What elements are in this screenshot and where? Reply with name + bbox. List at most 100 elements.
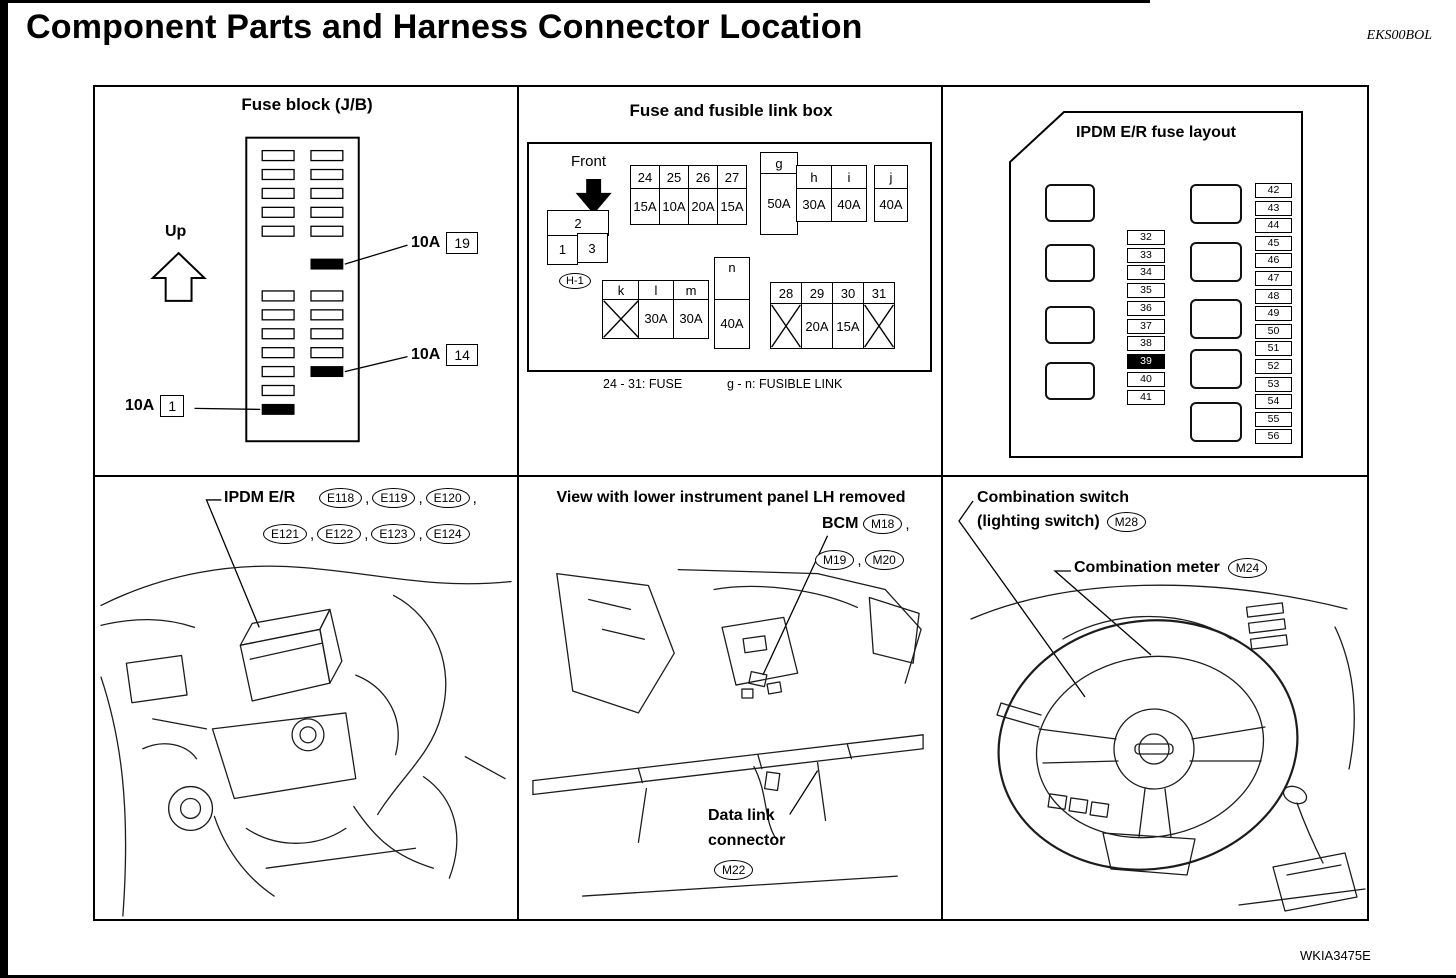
connector-e119: E119 (372, 488, 416, 508)
ipdm-fuse-32: 32 (1127, 230, 1165, 245)
fuse-28: 28 (770, 282, 802, 304)
fuse-25: 25 (659, 165, 689, 189)
figure-grid: Fuse block (J/B) Up 10A 19 10A 14 10A 1 … (93, 85, 1369, 921)
separator: , (365, 489, 370, 507)
ipdm-fuse-54: 54 (1255, 394, 1292, 409)
fuse-link-box-title: Fuse and fusible link box (629, 101, 833, 120)
ipdm-fuse-38: 38 (1127, 336, 1165, 351)
dlc-label-line1: Data link (708, 807, 775, 824)
ipdm-fuse-34: 34 (1127, 265, 1165, 280)
combination-meter-row: Combination meter M24 (1074, 558, 1268, 578)
page-title: Component Parts and Harness Connector Lo… (26, 8, 863, 46)
fuse-link-box-drawing (575, 178, 612, 215)
highlighted-fuse-slots (261, 258, 344, 415)
link-j-label: j (874, 165, 908, 189)
panel-ipdm-fuse-layout: IPDM E/R fuse layout 32 33 34 35 36 37 3… (943, 87, 1367, 477)
link-n-amp: 40A (714, 298, 750, 349)
scan-edge-left (0, 0, 8, 978)
fuse-31-empty (863, 303, 895, 349)
combination-meter-label: Combination meter (1074, 559, 1220, 576)
steering-illustration (958, 500, 1366, 912)
fuse-26-amp: 20A (688, 188, 718, 225)
combination-switch-label-line1: Combination switch (977, 489, 1129, 506)
fuse-19-number: 19 (446, 232, 478, 254)
link-k-label: k (602, 280, 640, 300)
h1-connector: H-1 (559, 273, 591, 289)
connector-m19: M19 (815, 550, 855, 570)
separator: , (905, 515, 910, 533)
fuse-29-amp: 20A (801, 303, 833, 349)
ipdm-fuse-52: 52 (1255, 359, 1292, 374)
instrument-view-title: View with lower instrument panel LH remo… (556, 489, 906, 506)
panel-fuse-link-box: Fuse and fusible link box Front 24 25 26… (519, 87, 943, 477)
engine-bay-art (100, 565, 512, 917)
link-m-label: m (673, 280, 709, 300)
link-k-column: k (602, 280, 640, 339)
bcm-extra-connectors: M19 , M20 (815, 550, 904, 570)
connector-e123: E123 (371, 524, 416, 544)
shift-knob (1282, 785, 1308, 805)
ipdm-fuse-45: 45 (1255, 236, 1292, 251)
ipdm-er-connectors-row2: E121 , E122 , E123 , E124 (263, 524, 470, 544)
up-arrow-icon (150, 251, 207, 302)
fuse-amp-row: 20A 15A (770, 303, 895, 349)
link-i-amp: 40A (831, 187, 867, 222)
fuse-slots (261, 149, 344, 397)
fuse-27-amp: 15A (717, 188, 747, 225)
fuse-block-drawing (150, 136, 408, 443)
ipdm-big-fuse (1045, 244, 1095, 282)
connector-e121: E121 (263, 524, 308, 544)
fuse-number-row: 28 29 30 31 (770, 282, 895, 304)
link-g-column: g 50A (760, 152, 798, 235)
connector-m28: M28 (1106, 512, 1146, 532)
ipdm-big-fuse (1190, 402, 1242, 442)
link-k-empty (602, 298, 640, 339)
bcm-connector-row: M18 , (863, 514, 910, 534)
link-j-column: j 40A (874, 165, 908, 222)
connector-e118: E118 (319, 488, 363, 508)
ipdm-fuse-53: 53 (1255, 377, 1292, 392)
fuse-24-amp: 15A (630, 188, 660, 225)
dlc-label-line2: connector (708, 832, 786, 849)
separator: , (418, 525, 423, 543)
steering-art (970, 584, 1366, 912)
link-g-label: g (760, 152, 798, 174)
fuse-24: 24 (630, 165, 660, 189)
fuse-table-28-31: 28 29 30 31 20A 15A (770, 282, 895, 349)
fuse-27: 27 (717, 165, 747, 189)
ipdm-fuse-49: 49 (1255, 306, 1292, 321)
ipdm-fuse-36: 36 (1127, 301, 1165, 316)
separator: , (310, 525, 315, 543)
fuse-number-row: 24 25 26 27 (630, 165, 747, 189)
section-code: EKS00BOL (1366, 28, 1432, 43)
instrument-panel-art (532, 568, 924, 897)
ipdm-fuse-37: 37 (1127, 319, 1165, 334)
connector-e124: E124 (425, 524, 470, 544)
fuse-19-amp: 10A (411, 234, 441, 251)
link-n-column: n 40A (714, 257, 750, 349)
link-m-amp: 30A (673, 298, 709, 339)
ipdm-fuse-47: 47 (1255, 271, 1292, 286)
block-cell-1: 1 (547, 234, 578, 265)
front-arrow-icon (575, 178, 612, 215)
combination-meter-leader (1053, 570, 1152, 656)
ipdm-fuse-35: 35 (1127, 283, 1165, 298)
block-row-1-3: 1 3 (547, 233, 609, 265)
scan-edge-top (0, 0, 1150, 3)
connector-m20: M20 (864, 550, 904, 570)
panel-instrument-view: View with lower instrument panel LH remo… (519, 477, 943, 919)
ipdm-fuse-41: 41 (1127, 390, 1165, 405)
fuse-28-empty (770, 303, 802, 349)
fuse-callout-1: 10A 1 (125, 395, 185, 417)
combination-switch-label-line2: (lighting switch) M28 (977, 512, 1146, 532)
ipdm-fuse-56: 56 (1255, 429, 1292, 444)
connector-e122: E122 (317, 524, 362, 544)
link-h-label: h (796, 165, 832, 189)
up-label: Up (165, 223, 187, 240)
steering-wheel-rim (997, 619, 1299, 871)
dlc-leader-line (789, 770, 819, 815)
fuse-1-number: 1 (160, 395, 185, 417)
separator: , (857, 551, 862, 569)
link-l-column: l 30A (638, 280, 674, 339)
lighting-switch-label: (lighting switch) (977, 513, 1100, 530)
